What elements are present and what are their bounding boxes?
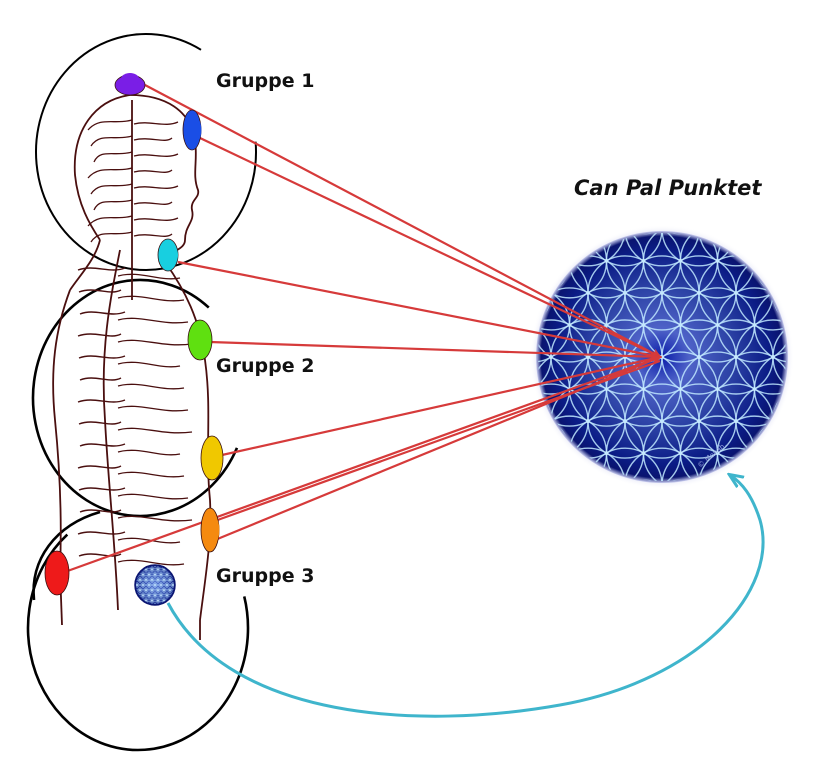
nerve-branch <box>78 400 125 402</box>
nerve-branch <box>80 444 125 446</box>
nerve-branch <box>134 154 178 156</box>
nerve-branch <box>80 312 125 314</box>
nerve-branch <box>118 428 192 433</box>
nerve-branch <box>118 384 184 389</box>
nerve-branch <box>118 318 188 323</box>
nerve-branch <box>88 216 132 226</box>
group-3-label: Gruppe 3 <box>216 565 314 587</box>
chakra-crown-icon <box>115 73 145 95</box>
nerve-branch <box>118 494 188 499</box>
mini-sphere <box>125 558 188 612</box>
nerve-branch <box>134 186 178 188</box>
chakra-sacral-icon <box>201 508 219 552</box>
nerve-branch <box>134 170 172 172</box>
nerve-line <box>165 262 210 620</box>
arrow-root <box>62 357 660 573</box>
nerve-branch <box>79 290 121 292</box>
nerve-branch <box>91 184 132 194</box>
nerve-branch <box>80 378 121 380</box>
nerve-branch <box>134 122 178 124</box>
nerve-branch <box>134 234 172 236</box>
nerve-branch <box>118 516 192 521</box>
nerve-branch <box>134 202 172 204</box>
nerve-branch <box>118 560 184 565</box>
chakra-third-eye-icon <box>183 110 201 150</box>
nerve-branch <box>78 334 121 336</box>
group-2-circle <box>33 280 237 516</box>
nerve-branch <box>118 274 180 279</box>
nerve-branch <box>94 200 132 210</box>
nerve-branch <box>91 136 132 146</box>
group-2-label: Gruppe 2 <box>216 355 314 377</box>
sphere-title: Can Pal Punktet <box>574 176 761 200</box>
nerve-branch <box>78 532 125 534</box>
nerve-branch <box>94 152 132 162</box>
nerve-branch <box>118 472 184 477</box>
nervous-system-figure <box>53 95 210 640</box>
return-arrow <box>168 475 763 716</box>
chakra-solar-plexus-icon <box>201 436 223 480</box>
nerve-branch <box>88 120 132 130</box>
nerve-branch <box>134 138 172 140</box>
nerve-branch <box>78 466 121 468</box>
nerve-branch <box>79 488 125 490</box>
nerve-branch <box>118 296 184 301</box>
nerve-branch <box>118 362 180 367</box>
chakra-throat-icon <box>158 239 178 271</box>
chakra-heart-icon <box>188 320 212 360</box>
nerve-branch <box>88 168 132 178</box>
nerve-branch <box>79 422 121 424</box>
nerve-branch <box>118 340 192 345</box>
nerve-branch <box>118 450 180 455</box>
nerve-branch <box>79 356 125 358</box>
group-1-label: Gruppe 1 <box>216 70 314 92</box>
nerve-branch <box>134 218 178 220</box>
arrow-crown <box>145 85 660 357</box>
nerve-line <box>70 240 100 290</box>
chakra-root-icon <box>45 551 69 595</box>
nerve-branch <box>118 406 188 411</box>
nerve-branch <box>80 510 121 512</box>
